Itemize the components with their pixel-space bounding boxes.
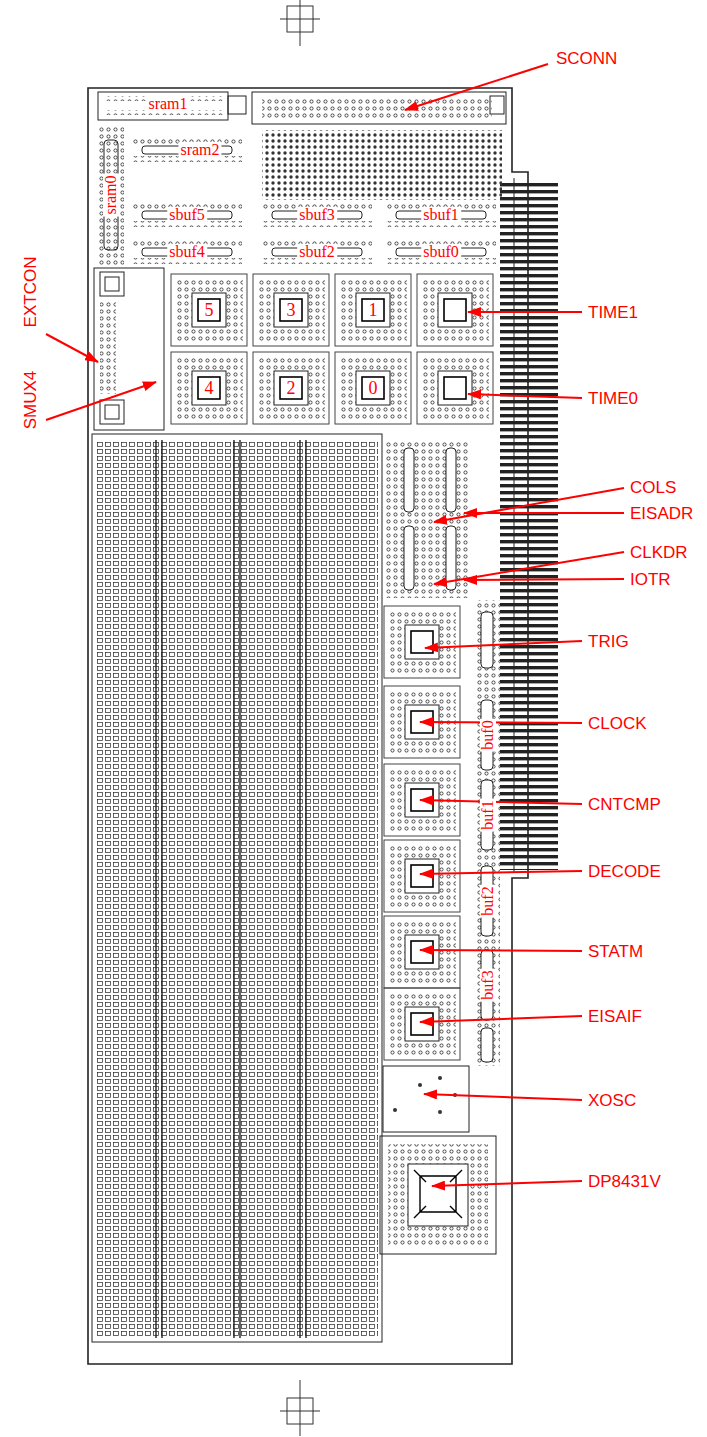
part-label: STATM [588, 943, 643, 960]
part-label: DP8431V [588, 1173, 661, 1190]
part-label: CNTCMP [588, 796, 661, 813]
chip-label: buf1 [480, 798, 496, 831]
chip-label: sram2 [178, 142, 221, 158]
chip-label: sbuf0 [421, 244, 461, 260]
chip-label: sbuf2 [297, 244, 337, 260]
chip-label: buf0 [480, 718, 496, 751]
chip-label: sram1 [146, 96, 189, 112]
part-label: XOSC [588, 1092, 636, 1109]
pga-sockets [171, 274, 493, 424]
callout-number: 5 [203, 301, 216, 319]
part-label: DECODE [588, 863, 661, 880]
callout-number: 2 [285, 379, 298, 397]
chip-label: sbuf3 [297, 207, 337, 223]
callout-number: 0 [367, 379, 380, 397]
part-label: EISADR [630, 505, 693, 522]
callout-number: 3 [285, 301, 298, 319]
chip-label: buf3 [480, 968, 496, 1001]
board-outline [88, 88, 558, 1364]
part-label: IOTR [630, 571, 671, 588]
part-label: EXTCON [22, 257, 39, 328]
leader-arrows [46, 64, 624, 1186]
part-label: TIME1 [588, 304, 638, 321]
part-label: CLOCK [588, 715, 647, 732]
chip-label: sbuf1 [421, 207, 461, 223]
part-label: SCONN [556, 50, 617, 67]
driver-sockets [386, 440, 470, 598]
chip-label: sbuf5 [167, 207, 207, 223]
part-label: SMUX4 [22, 371, 39, 430]
part-label: EISAIF [588, 1008, 642, 1025]
extension-connector [94, 268, 164, 430]
callout-number: 1 [367, 301, 380, 319]
top-connectors [98, 92, 506, 266]
chip-label: sram0 [103, 173, 119, 216]
chip-label: buf2 [480, 884, 496, 917]
part-label: TRIG [588, 633, 629, 650]
chip-label: sbuf4 [167, 244, 207, 260]
callout-number: 4 [203, 379, 216, 397]
part-label: TIME0 [588, 390, 638, 407]
part-label: COLS [630, 479, 676, 496]
breadboard-area [92, 434, 382, 1342]
logic-sockets [380, 600, 500, 1254]
part-label: CLKDR [630, 544, 688, 561]
